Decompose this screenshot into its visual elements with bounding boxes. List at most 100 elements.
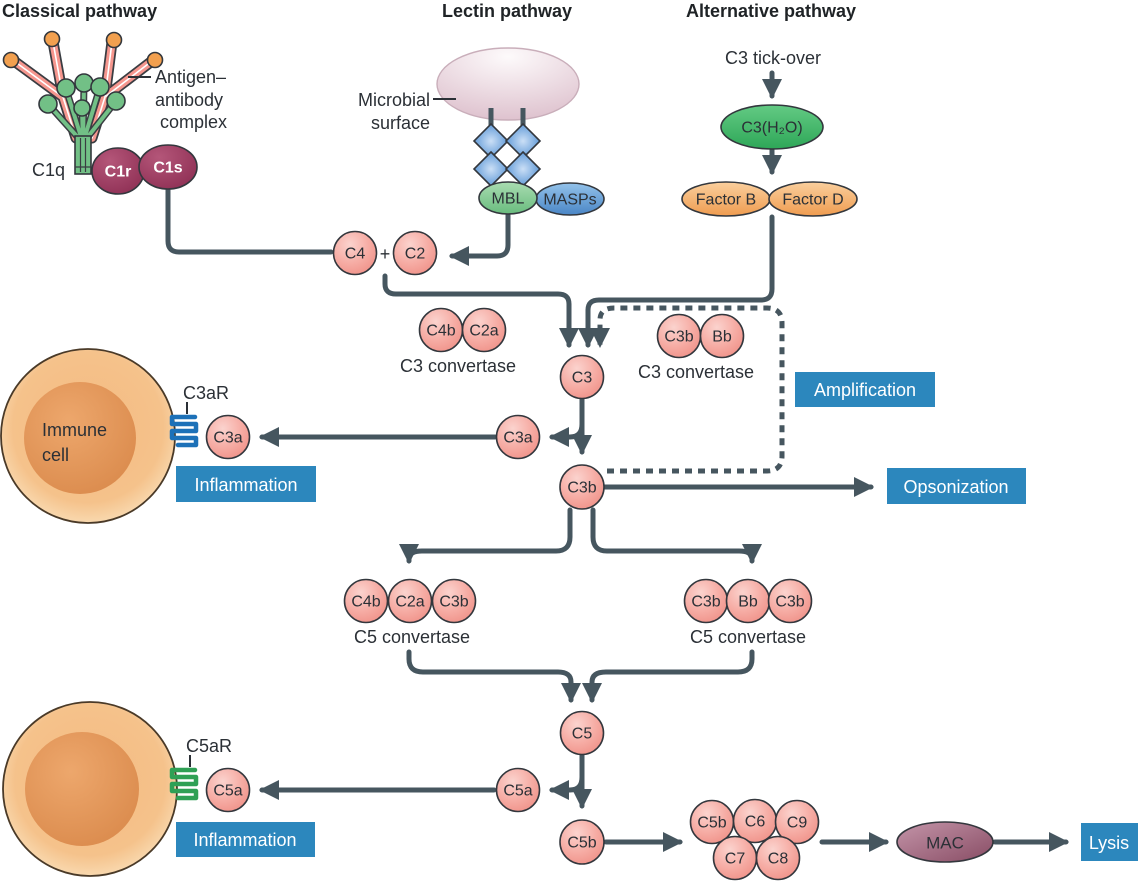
c5-convertase-alternative: C3b Bb C3b C5 convertase xyxy=(683,578,813,647)
c3a-label: C3a xyxy=(503,430,532,447)
arrow-alternative-to-c3 xyxy=(578,214,775,348)
c3ar-receptor-icon xyxy=(169,414,199,448)
c5a-molecule xyxy=(495,767,541,813)
c5-convertase-classical: C4b C2a C3b C5 convertase xyxy=(343,578,477,647)
c5-convertase-alternative-label: C5 convertase xyxy=(690,627,806,647)
antigen-antibody-complex: C1q C1r C1s Antigen– antibody complex xyxy=(2,30,227,195)
alternative-pathway-heading: Alternative pathway xyxy=(686,1,856,21)
classical-pathway-heading: Classical pathway xyxy=(2,1,157,21)
c5b-molecule xyxy=(559,819,605,865)
immune-cell-top: Immune cell C3aR C3a xyxy=(0,348,251,524)
c4b-label: C4b xyxy=(426,323,455,340)
c2-label: C2 xyxy=(405,246,426,263)
cluster-c9-label: C9 xyxy=(787,815,808,832)
lectin-pathway-heading: Lectin pathway xyxy=(442,1,572,21)
immune-cell-label-line1: Immune xyxy=(42,420,107,440)
mbl-molecule xyxy=(478,181,538,215)
inflammation-box-top: Inflammation xyxy=(176,466,316,502)
cluster-c7-label: C7 xyxy=(725,851,746,868)
immune-cell-label-line2: cell xyxy=(42,445,69,465)
c3-label: C3 xyxy=(572,370,593,387)
microbial-surface xyxy=(436,47,580,121)
carbohydrate-diamonds xyxy=(472,122,542,188)
c5ar-receptor-icon xyxy=(169,767,199,801)
factor-d-molecule xyxy=(768,181,858,217)
arrow-c1s-to-c4 xyxy=(165,187,334,255)
c3a-bound-molecule xyxy=(205,414,251,460)
c5a-bound-molecule xyxy=(205,767,251,813)
microbial-label-line1: Microbial xyxy=(358,90,430,110)
c3-molecule xyxy=(559,354,605,400)
c1q-stalk-bundle xyxy=(74,135,92,175)
c5-convertase-classical-label: C5 convertase xyxy=(354,627,470,647)
c5-label: C5 xyxy=(572,726,593,743)
inflammation-box-bottom: Inflammation xyxy=(176,822,315,857)
c1q-globular-heads xyxy=(38,73,126,117)
c4-c2-group: C4 + C2 xyxy=(332,230,438,276)
inflammation-top-label: Inflammation xyxy=(194,475,297,495)
c2a-molecule xyxy=(461,307,507,353)
plus-sign: + xyxy=(380,244,391,264)
mac-assembly-cluster: C5b C6 C9 C7 C8 xyxy=(689,798,820,881)
arrow-amplification-loop xyxy=(590,305,785,474)
c5a-label: C5a xyxy=(503,783,532,800)
lysis-label: Lysis xyxy=(1089,833,1129,853)
cell-nucleus xyxy=(24,382,136,494)
antigen-complex-label-line3: complex xyxy=(160,112,227,132)
c3-convertase-classical: C4b C2a C3 convertase xyxy=(400,307,516,376)
cluster-c6-label: C6 xyxy=(745,814,766,831)
cluster-c5b-label: C5b xyxy=(697,815,726,832)
c5a-bound-label: C5a xyxy=(213,783,242,800)
opsonization-label: Opsonization xyxy=(903,477,1008,497)
c1r-label: C1r xyxy=(105,164,132,181)
c3h2o-molecule xyxy=(720,104,824,150)
cell-nucleus xyxy=(25,732,139,846)
mac-molecule xyxy=(896,821,994,863)
arrow-c3-to-c3a xyxy=(549,421,585,447)
c2a-label: C2a xyxy=(469,323,498,340)
c1s-molecule xyxy=(138,144,198,190)
c5conv-right-part3: C3b xyxy=(775,594,804,611)
c3b-label: C3b xyxy=(664,329,693,346)
mac-label: MAC xyxy=(926,834,964,853)
microbial-label-line2: surface xyxy=(371,113,430,133)
c3a-molecule xyxy=(495,414,541,460)
c4-molecule xyxy=(332,230,378,276)
arrow-c3b-to-c5conv-left xyxy=(399,507,573,564)
c1q-molecule xyxy=(38,73,126,175)
c3h2o-label: C3(H₂O) xyxy=(741,120,802,137)
c3-convertase-classical-label: C3 convertase xyxy=(400,356,516,376)
arrow-c5conv-right-to-c5 xyxy=(582,649,755,703)
amplification-box: Amplification xyxy=(795,372,935,407)
c5b-label: C5b xyxy=(567,835,596,852)
cluster-c8-label: C8 xyxy=(768,851,789,868)
c5conv-right-part2: Bb xyxy=(738,594,758,611)
c4-label: C4 xyxy=(345,246,366,263)
bb-label: Bb xyxy=(712,329,732,346)
lectin-pathway-group: Microbial surface MBL MASPs xyxy=(358,47,605,216)
pathway-arrows xyxy=(165,70,1069,852)
factor-d-label: Factor D xyxy=(782,192,843,209)
arrow-c3b-to-c5conv-right xyxy=(590,507,762,564)
immune-cell-bottom: C5aR C5a xyxy=(2,701,251,877)
c3-convertase-alternative-label: C3 convertase xyxy=(638,362,754,382)
c3b-main-molecule xyxy=(559,464,605,510)
masps-label: MASPs xyxy=(543,192,596,209)
c5conv-left-part2: C2a xyxy=(395,594,424,611)
mbl-label: MBL xyxy=(492,191,525,208)
c3-convertase-alternative: C3b Bb C3 convertase xyxy=(638,313,754,382)
arrow-c5-to-c5a xyxy=(549,774,585,800)
c5ar-label: C5aR xyxy=(186,736,232,756)
antigen-complex-label-line1: Antigen– xyxy=(155,67,226,87)
c1q-label: C1q xyxy=(32,160,65,180)
alternative-pathway-group: C3 tick-over C3(H₂O) Factor B Factor D xyxy=(681,48,858,217)
c5-molecule xyxy=(559,710,605,756)
bb-molecule xyxy=(699,313,745,359)
antigen-complex-label-line2: antibody xyxy=(155,90,223,110)
inflammation-bottom-label: Inflammation xyxy=(193,830,296,850)
c3b-main-label: C3b xyxy=(567,480,596,497)
c5conv-right-part1: C3b xyxy=(691,594,720,611)
antigen-particles xyxy=(2,30,164,69)
